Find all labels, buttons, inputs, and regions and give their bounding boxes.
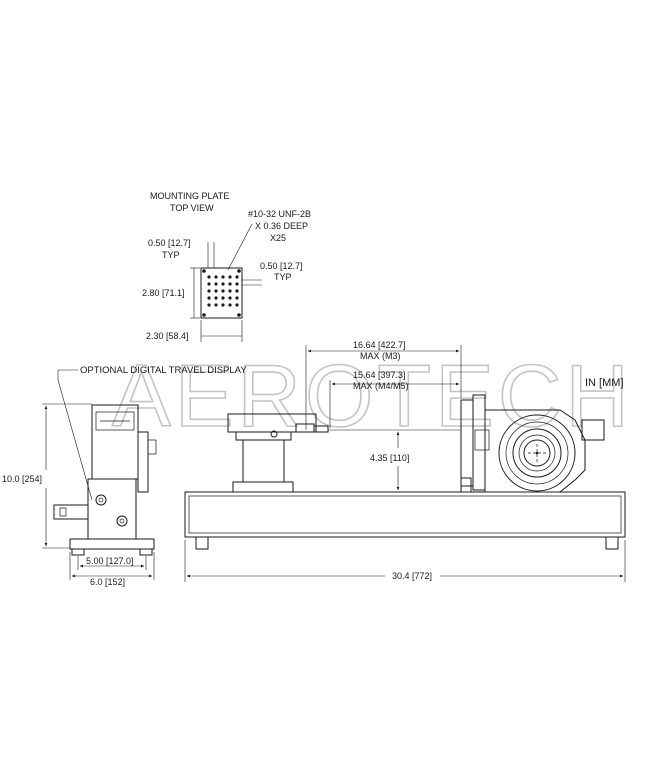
side-view: OPTIONAL DIGITAL TRAVEL DISPLAY 10.0 [25… — [2, 365, 247, 587]
mounting-hole — [228, 296, 232, 300]
mounting-hole — [228, 282, 232, 286]
mounting-hole — [207, 296, 211, 300]
pitch-left-label: 0.50 [12.7] — [148, 238, 191, 248]
max-m4m5-dim: 15.64 [397.3] — [353, 370, 406, 380]
mounting-hole — [235, 303, 239, 307]
mounting-hole — [214, 289, 218, 293]
mounting-hole — [228, 303, 232, 307]
mounting-hole — [228, 275, 232, 279]
rotary-disk-inner — [512, 428, 562, 478]
corner-hole — [202, 269, 206, 273]
foot-right — [605, 536, 619, 550]
side-carriage — [87, 478, 137, 540]
mounting-hole — [221, 282, 225, 286]
mounting-hole — [235, 289, 239, 293]
plate-height-label: 2.80 [71.1] — [142, 288, 185, 298]
side-height-label: 10.0 [254] — [2, 474, 42, 484]
rotary-disk-outer — [498, 414, 576, 492]
side-screw-bottom — [116, 515, 128, 527]
max-m3-label: MAX (M3) — [360, 351, 401, 361]
base-rail — [184, 491, 626, 538]
pitch-right-typ: TYP — [274, 272, 292, 282]
tailstock-screw — [270, 430, 278, 438]
mounting-hole — [207, 289, 211, 293]
corner-hole — [237, 269, 241, 273]
foot-left — [195, 536, 209, 550]
mounting-plate-view: MOUNTING PLATE TOP VIEW #10-32 UNF-2B X … — [142, 191, 311, 342]
mounting-plate-subtitle: TOP VIEW — [170, 203, 214, 213]
watermark: AEROTECH — [112, 346, 633, 445]
tailstock-column — [242, 439, 285, 483]
mounting-hole — [221, 296, 225, 300]
side-knob — [53, 504, 89, 520]
mounting-hole — [235, 275, 239, 279]
units-label: IN [MM] — [585, 377, 624, 389]
mounting-hole — [214, 303, 218, 307]
side-inner-width-label: 5.00 [127.0] — [86, 556, 134, 566]
mounting-hole — [207, 282, 211, 286]
mounting-hole — [221, 303, 225, 307]
tailstock-stand — [232, 481, 294, 493]
side-outer-width-label: 6.0 [152] — [90, 577, 125, 587]
thread-spec-line1: #10-32 UNF-2B — [248, 209, 311, 219]
mounting-hole — [221, 275, 225, 279]
mounting-hole — [207, 303, 211, 307]
side-screw-top — [95, 494, 107, 506]
rotary-disk-center — [523, 439, 551, 467]
pitch-right-label: 0.50 [12.7] — [260, 261, 303, 271]
mounting-plate-outline — [200, 267, 243, 319]
mounting-hole — [214, 296, 218, 300]
mounting-hole — [235, 282, 239, 286]
mounting-hole-grid — [202, 269, 241, 317]
corner-hole — [237, 313, 241, 317]
front-view: 16.64 [422.7] MAX (M3) 15.64 [397.3] MAX… — [184, 340, 626, 582]
corner-hole — [202, 313, 206, 317]
mounting-hole — [207, 275, 211, 279]
display-label: OPTIONAL DIGITAL TRAVEL DISPLAY — [80, 365, 247, 376]
thread-spec-line2: X 0.36 DEEP — [255, 221, 308, 231]
mounting-hole — [235, 296, 239, 300]
thread-leader — [227, 223, 253, 271]
mounting-hole — [214, 275, 218, 279]
max-m4m5-label: MAX (M4/M5) — [353, 381, 409, 391]
mounting-hole — [214, 282, 218, 286]
mounting-hole — [228, 289, 232, 293]
mounting-hole — [221, 289, 225, 293]
pitch-left-typ: TYP — [162, 250, 180, 260]
max-m3-dim: 16.64 [422.7] — [353, 340, 406, 350]
thread-spec-line3: X25 — [270, 233, 286, 243]
mounting-plate-title: MOUNTING PLATE — [150, 191, 229, 201]
length-dim: 30.4 [772] — [392, 571, 432, 581]
center-height-dim: 4.35 [110] — [370, 453, 409, 463]
side-base — [69, 538, 155, 550]
plate-width-label: 2.30 [58.4] — [146, 331, 189, 341]
headstock-housing — [484, 409, 586, 493]
